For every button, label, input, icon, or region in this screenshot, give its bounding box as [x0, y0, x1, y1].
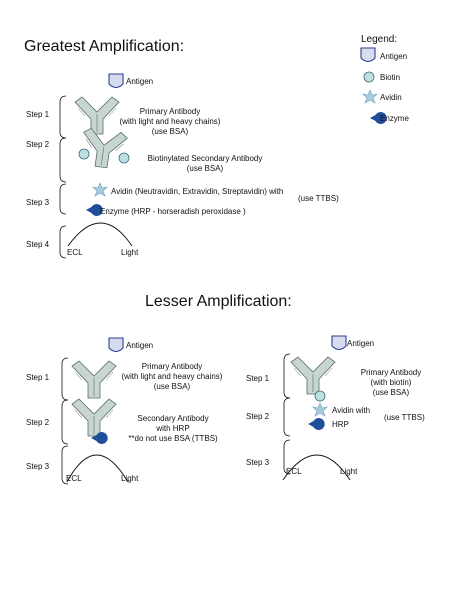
step-bracket	[283, 353, 291, 399]
biotin-icon	[314, 390, 326, 402]
avidin-label: Avidin (Neutravidin, Extravidin, Strepta…	[111, 187, 284, 196]
ecl-arc	[67, 222, 133, 247]
biotin-icon	[78, 148, 90, 160]
primary-antibody-icon	[71, 360, 117, 399]
primary-antibody-label: (use BSA)	[153, 382, 191, 391]
secondary-antibody-label: **do not use BSA (TTBS)	[128, 434, 218, 443]
secondary-antibody-label: Biotinylated Secondary Antibody	[147, 154, 263, 163]
step-label: Step 2	[26, 140, 50, 149]
legend-label-avidin: Avidin	[380, 93, 402, 102]
step-label: Step 4	[26, 240, 50, 249]
secondary-antibody-label: Secondary Antibody	[137, 414, 209, 423]
step-label: Step 1	[26, 373, 50, 382]
ecl-arc	[66, 454, 129, 483]
antigen-icon	[331, 335, 347, 351]
antigen-label: Antigen	[126, 77, 154, 86]
secondary-antibody-label: with HRP	[156, 424, 190, 433]
step-label: Step 3	[26, 198, 50, 207]
step-bracket	[59, 225, 67, 259]
ecl-label: ECL	[66, 474, 82, 483]
step-bracket	[283, 439, 291, 475]
page-title-lesser: Lesser Amplification:	[145, 293, 292, 310]
enzyme-icon	[308, 418, 325, 430]
primary-antibody-label: (use BSA)	[372, 388, 410, 397]
step-bracket	[61, 357, 69, 401]
step-bracket	[59, 183, 67, 215]
light-label: Light	[121, 474, 139, 483]
primary-antibody-label: (with biotin)	[370, 378, 412, 387]
antigen-label: Antigen	[347, 339, 375, 348]
step-label: Step 2	[26, 418, 50, 427]
legend-label-antigen: Antigen	[380, 52, 408, 61]
ttbs-label: (use TTBS)	[384, 413, 425, 422]
primary-antibody-label: (with light and heavy chains)	[119, 117, 221, 126]
antigen-label: Antigen	[126, 341, 154, 350]
antigen-icon	[360, 47, 376, 63]
avidin-label: Avidin with	[332, 406, 371, 415]
primary-antibody-label: Primary Antibody	[360, 368, 422, 377]
page-title-greatest: Greatest Amplification:	[24, 38, 185, 55]
secondary-antibody-icon	[71, 398, 117, 437]
step-label: Step 1	[246, 374, 270, 383]
avidin-icon	[362, 89, 378, 104]
light-label: Light	[121, 248, 139, 257]
step-bracket	[61, 445, 69, 485]
step-bracket	[61, 399, 69, 445]
biotin-icon	[118, 152, 130, 164]
antigen-icon	[108, 73, 124, 89]
antigen-icon	[108, 337, 124, 353]
ecl-arc	[282, 454, 351, 481]
primary-antibody-label: (use BSA)	[151, 127, 189, 136]
ttbs-label: (use TTBS)	[298, 194, 339, 203]
legend-title: Legend:	[361, 34, 398, 45]
step-label: Step 3	[246, 458, 270, 467]
step-label: Step 3	[26, 462, 50, 471]
primary-antibody-icon	[290, 356, 336, 395]
ecl-label: ECL	[286, 467, 302, 476]
biotin-icon	[363, 71, 375, 83]
avidin-icon	[92, 182, 108, 197]
step-bracket	[59, 95, 67, 139]
primary-antibody-label: Primary Antibody	[139, 107, 201, 116]
step-label: Step 2	[246, 412, 270, 421]
hrp-label: HRP	[332, 420, 349, 429]
primary-antibody-label: Primary Antibody	[141, 362, 203, 371]
step-bracket	[59, 137, 67, 183]
light-label: Light	[340, 467, 358, 476]
legend-label-biotin: Biotin	[380, 73, 401, 82]
step-label: Step 1	[26, 110, 50, 119]
enzyme-label: Enzyme (HRP - horseradish peroxidase )	[100, 207, 246, 216]
legend-label-enzyme: Enzyme	[380, 114, 409, 123]
secondary-antibody-label: (use BSA)	[186, 164, 224, 173]
step-bracket	[283, 397, 291, 437]
primary-antibody-label: (with light and heavy chains)	[121, 372, 223, 381]
ecl-label: ECL	[67, 248, 83, 257]
avidin-icon	[312, 402, 328, 417]
